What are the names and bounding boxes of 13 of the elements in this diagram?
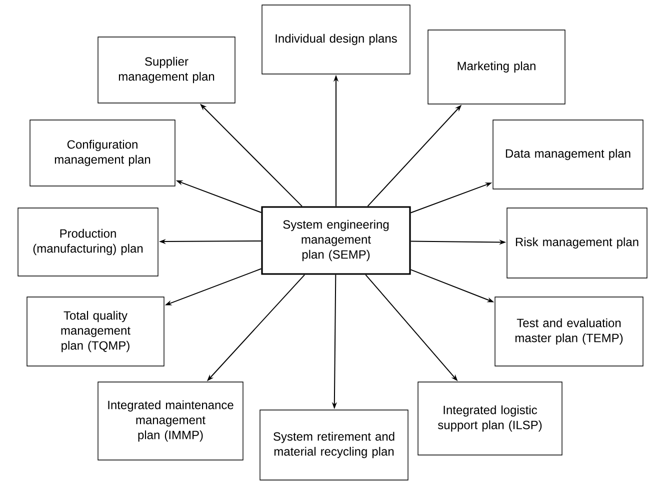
- plan-box: Marketing plan: [428, 30, 566, 104]
- plan-box: Risk management plan: [506, 208, 648, 278]
- plan-box: Integrated logistic support plan (ILSP): [418, 382, 562, 456]
- plan-box: Configuration management plan: [30, 120, 176, 186]
- plan-box: Test and evaluation master plan (TEMP): [494, 296, 644, 366]
- plan-box: System engineering management plan (SEMP): [261, 206, 411, 275]
- plan-box: Data management plan: [492, 120, 644, 190]
- plan-box: Integrated maintenance management plan (IMMP): [98, 382, 244, 460]
- plan-box: System retirement and material recycling plan: [260, 410, 408, 480]
- plan-box: Total quality management plan (TQMP): [26, 296, 164, 366]
- plan-box: Individual design plans: [262, 4, 410, 74]
- plan-box: Production (manufacturing) plan: [18, 208, 158, 276]
- plan-box: Supplier management plan: [98, 36, 236, 104]
